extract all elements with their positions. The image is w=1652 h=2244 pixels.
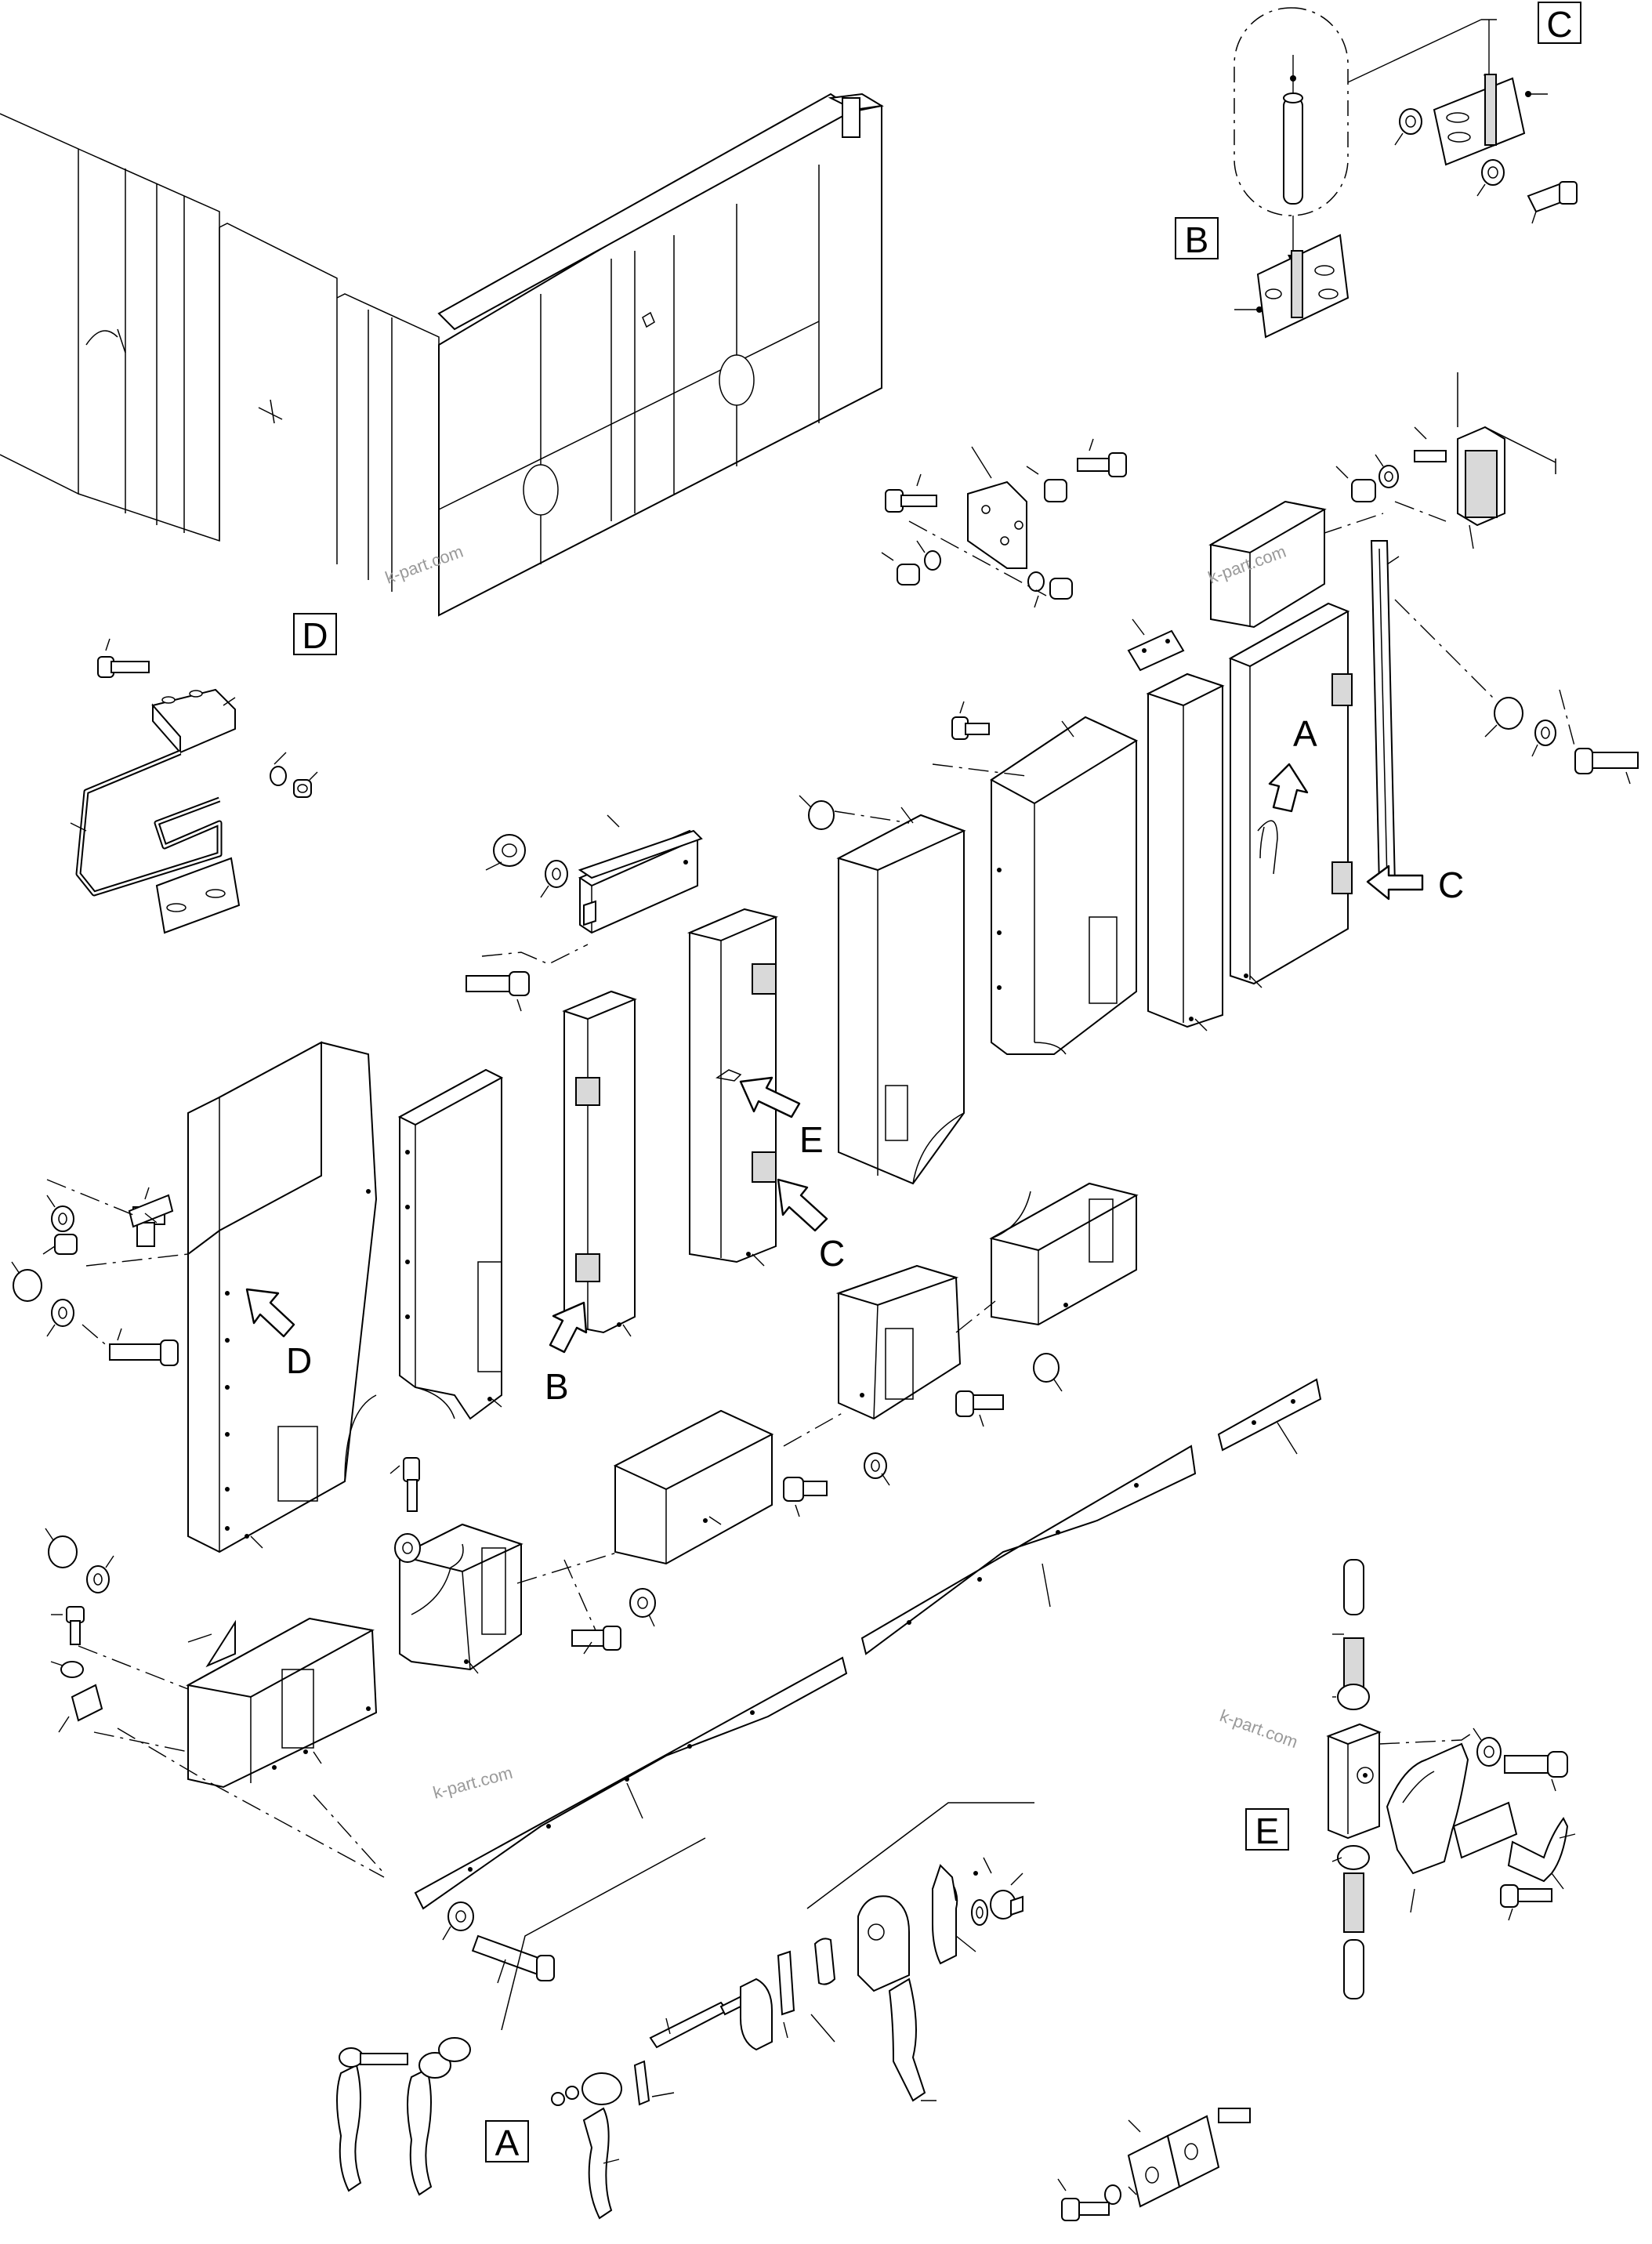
svg-text:C: C xyxy=(1438,865,1464,905)
callout-e: E xyxy=(739,1076,824,1160)
callout-c-middle: C xyxy=(777,1178,845,1274)
detail-label-a: A xyxy=(485,2120,529,2163)
upper-bracket-assembly xyxy=(881,438,1127,608)
bolt xyxy=(1077,438,1127,477)
nut xyxy=(881,540,941,585)
tall-panel-2-hinged xyxy=(562,990,637,1337)
tall-panel-3-hinged xyxy=(687,908,779,1267)
svg-text:A: A xyxy=(495,2123,520,2163)
detail-label-d: D xyxy=(293,613,337,656)
callout-a: A xyxy=(1268,713,1317,813)
bolt xyxy=(466,971,530,1012)
tall-panel-5 xyxy=(990,716,1139,1055)
bolt xyxy=(97,638,150,678)
bolt xyxy=(389,1457,420,1512)
svg-text:E: E xyxy=(1255,1811,1280,1851)
svg-text:B: B xyxy=(545,1366,569,1407)
svg-text:C: C xyxy=(1546,4,1572,45)
top-cover-block: k-part.com xyxy=(1127,500,1327,672)
upper-middle-cover xyxy=(578,701,1027,879)
bolt xyxy=(951,701,990,740)
tall-panel-6 xyxy=(1146,672,1225,1031)
svg-text:B: B xyxy=(1185,219,1209,260)
right-upper-block xyxy=(955,1182,1139,1333)
left-side-panel xyxy=(11,1041,378,1553)
svg-text:E: E xyxy=(799,1119,824,1160)
detail-label-c: C xyxy=(1538,2,1581,45)
callout-d: D xyxy=(245,1288,312,1381)
detail-handle-assembly xyxy=(336,1802,1034,2220)
tall-panel-1 xyxy=(397,1068,504,1420)
watermark-3: k-part.com xyxy=(431,1763,515,1803)
svg-text:C: C xyxy=(819,1233,845,1274)
bolt xyxy=(885,473,937,513)
trim-strips xyxy=(414,1378,1322,1984)
detail-hinge-pin xyxy=(1234,7,1349,339)
svg-text:D: D xyxy=(286,1340,312,1381)
detail-label-e: E xyxy=(1245,1808,1289,1851)
watermark-4: k-part.com xyxy=(1217,1706,1300,1752)
bottom-right-bracket xyxy=(1057,2108,1251,2221)
detail-latch-assembly: k-part.com xyxy=(1217,1559,1576,1999)
svg-text:A: A xyxy=(1293,713,1317,754)
callout-b: B xyxy=(545,1301,588,1407)
corner-bracket-right xyxy=(1253,372,1556,886)
nut xyxy=(1027,571,1073,608)
assembled-cover-panel: k-part.com xyxy=(0,92,884,617)
right-middle-block xyxy=(783,1264,1063,1517)
callout-c-right: C xyxy=(1366,865,1464,905)
svg-text:D: D xyxy=(302,615,328,656)
detail-hinge-plate xyxy=(1347,19,1578,224)
middle-block xyxy=(516,1409,774,1655)
spacer xyxy=(1026,466,1067,502)
bracket-with-seal xyxy=(70,638,318,934)
corner-block-left xyxy=(389,1457,523,1674)
detail-label-b: B xyxy=(1175,217,1219,260)
tall-panel-4 xyxy=(836,807,966,1185)
right-fasteners xyxy=(1394,599,1639,785)
